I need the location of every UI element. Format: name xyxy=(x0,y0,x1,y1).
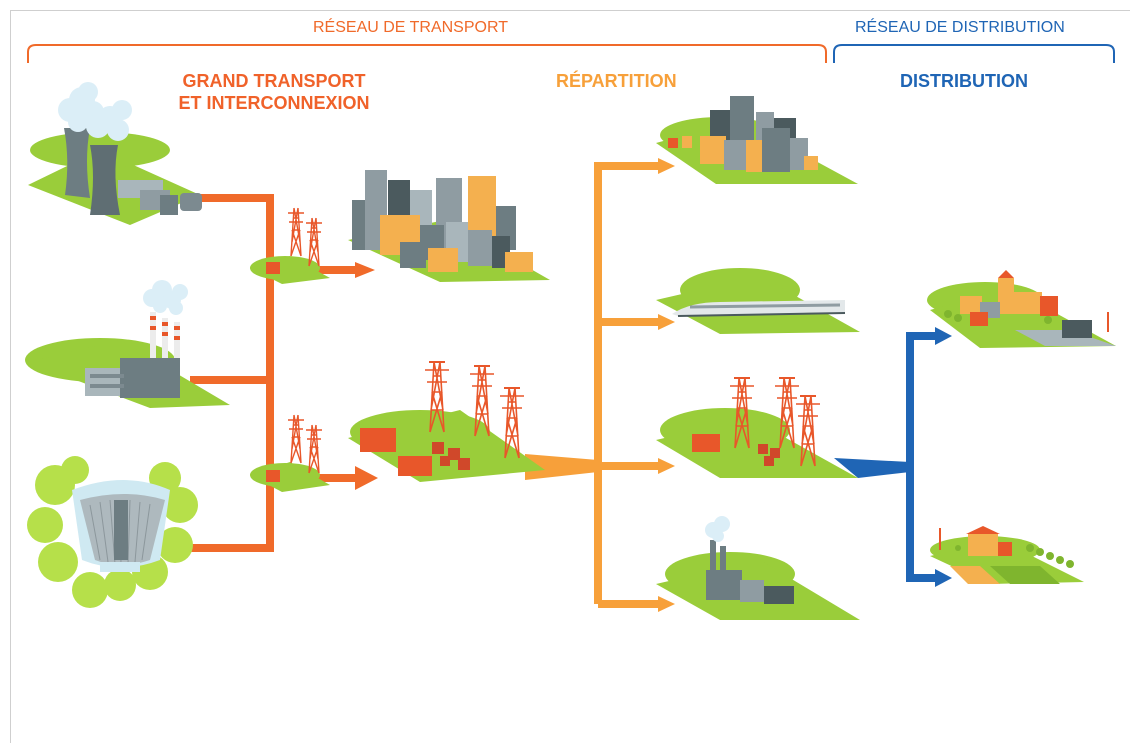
column-title-distribution: DISTRIBUTION xyxy=(900,71,1028,91)
transport-bracket xyxy=(27,44,827,63)
distribution-wedge xyxy=(834,458,910,478)
transport-arrow-upper xyxy=(355,262,375,278)
distribution-arrow-1 xyxy=(935,327,952,345)
column-title-grand-transport: GRAND TRANSPORT ET INTERCONNEXION xyxy=(168,70,380,114)
repartition-arrow-2 xyxy=(658,314,675,330)
village-icon xyxy=(927,270,1116,348)
repartition-arrow-1 xyxy=(658,158,675,174)
nuclear-plant-icon xyxy=(28,82,202,225)
factory-icon xyxy=(656,516,860,620)
farm-icon xyxy=(930,526,1084,584)
city-small-icon xyxy=(656,96,858,184)
repartition-wedge xyxy=(525,454,598,480)
city-large-icon xyxy=(348,170,550,282)
diagram-frame xyxy=(10,10,1130,743)
hydro-dam-icon xyxy=(27,456,198,608)
section-label-transport: RÉSEAU DE TRANSPORT xyxy=(313,19,509,36)
distribution-arrow-2 xyxy=(935,569,952,587)
substation-mv-icon xyxy=(656,377,858,478)
thermal-plant-icon xyxy=(25,280,230,408)
column-title-repartition: RÉPARTITION xyxy=(556,71,677,91)
column-title-line2: ET INTERCONNEXION xyxy=(178,93,370,113)
repartition-lines xyxy=(540,162,658,608)
transport-lines xyxy=(190,194,355,552)
substation-hv-icon xyxy=(348,361,545,482)
repartition-arrow-3 xyxy=(658,458,675,474)
substation-small-upper-icon xyxy=(250,207,330,284)
distribution-bracket xyxy=(833,44,1115,63)
transport-arrow-lower xyxy=(355,466,378,490)
repartition-arrow-4 xyxy=(658,596,675,612)
section-label-distribution: RÉSEAU DE DISTRIBUTION xyxy=(855,19,1065,36)
distribution-lines xyxy=(906,332,935,582)
column-title-line1: GRAND TRANSPORT xyxy=(182,71,366,91)
high-speed-train-icon xyxy=(656,268,860,334)
substation-small-lower-icon xyxy=(250,414,330,492)
